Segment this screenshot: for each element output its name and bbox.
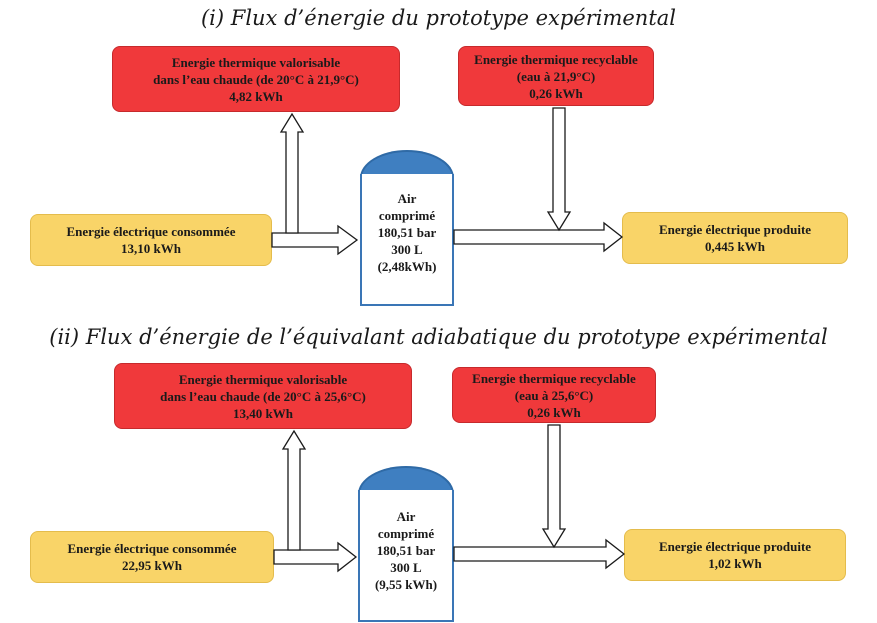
box-line: 1,02 kWh	[708, 556, 762, 571]
thermal-valorisable-box-1: Energie thermique valorisable dans l’eau…	[112, 46, 400, 112]
arrow-down-recyclable-2	[541, 424, 567, 549]
tank-line: 180,51 bar	[376, 543, 436, 558]
arrow-up-valorisable-2	[281, 429, 307, 551]
tank-line: 300 L	[391, 242, 423, 257]
thermal-valorisable-box-2: Energie thermique valorisable dans l’eau…	[114, 363, 412, 429]
box-line: dans l’eau chaude (de 20°C à 21,9°C)	[153, 71, 359, 87]
thermal-recyclable-box-2: Energie thermique recyclable (eau à 25,6…	[452, 367, 656, 423]
box-line: 0,445 kWh	[705, 239, 765, 254]
box-line: dans l’eau chaude (de 20°C à 25,6°C)	[160, 388, 366, 404]
arrow-output-1	[453, 221, 624, 253]
box-line: 0,26 kWh	[527, 404, 581, 420]
diagram-2-title: (ii) Flux d’énergie de l’équivalant adia…	[49, 325, 828, 349]
box-line: 13,40 kWh	[233, 405, 293, 421]
box-line: (eau à 21,9°C)	[516, 68, 596, 84]
air-tank-1	[360, 174, 454, 306]
electric-consumed-box-1: Energie électrique consommée 13,10 kWh	[30, 214, 272, 266]
box-line: Energie électrique produite	[658, 222, 812, 237]
air-tank-2	[358, 490, 454, 622]
arrow-up-valorisable-1	[279, 112, 305, 234]
box-line: Energie thermique valorisable	[178, 371, 348, 387]
arrow-output-2	[453, 538, 626, 570]
box-line: Energie thermique recyclable	[474, 51, 638, 67]
box-line: Energie thermique valorisable	[171, 54, 341, 70]
box-line: Energie électrique consommée	[66, 224, 236, 239]
arrow-input-2	[273, 541, 358, 573]
tank-line: Air	[397, 191, 417, 206]
box-line: 0,26 kWh	[529, 85, 583, 101]
tank-line: (2,48kWh)	[377, 259, 437, 274]
box-line: Energie électrique consommée	[67, 541, 237, 556]
tank-line: 300 L	[390, 560, 422, 575]
box-line: 4,82 kWh	[229, 88, 283, 104]
box-line: Energie électrique produite	[658, 539, 812, 554]
tank-line: Air	[396, 509, 416, 524]
tank-line: comprimé	[377, 526, 435, 541]
electric-produced-box-1: Energie électrique produite 0,445 kWh	[622, 212, 848, 264]
diagram-1-title: (i) Flux d’énergie du prototype expérime…	[200, 6, 677, 30]
tank-line: 180,51 bar	[377, 225, 437, 240]
electric-consumed-box-2: Energie électrique consommée 22,95 kWh	[30, 531, 274, 583]
tank-label-1: Air comprimé 180,51 bar 300 L (2,48kWh)	[360, 190, 454, 275]
box-line: (eau à 25,6°C)	[514, 387, 594, 403]
thermal-recyclable-box-1: Energie thermique recyclable (eau à 21,9…	[458, 46, 654, 106]
electric-produced-box-2: Energie électrique produite 1,02 kWh	[624, 529, 846, 581]
box-line: 13,10 kWh	[121, 241, 181, 256]
arrow-down-recyclable-1	[546, 107, 572, 232]
box-line: 22,95 kWh	[122, 558, 182, 573]
arrow-input-1	[271, 224, 359, 256]
tank-line: (9,55 kWh)	[374, 577, 438, 592]
tank-label-2: Air comprimé 180,51 bar 300 L (9,55 kWh)	[358, 508, 454, 593]
box-line: Energie thermique recyclable	[472, 370, 636, 386]
tank-line: comprimé	[378, 208, 436, 223]
